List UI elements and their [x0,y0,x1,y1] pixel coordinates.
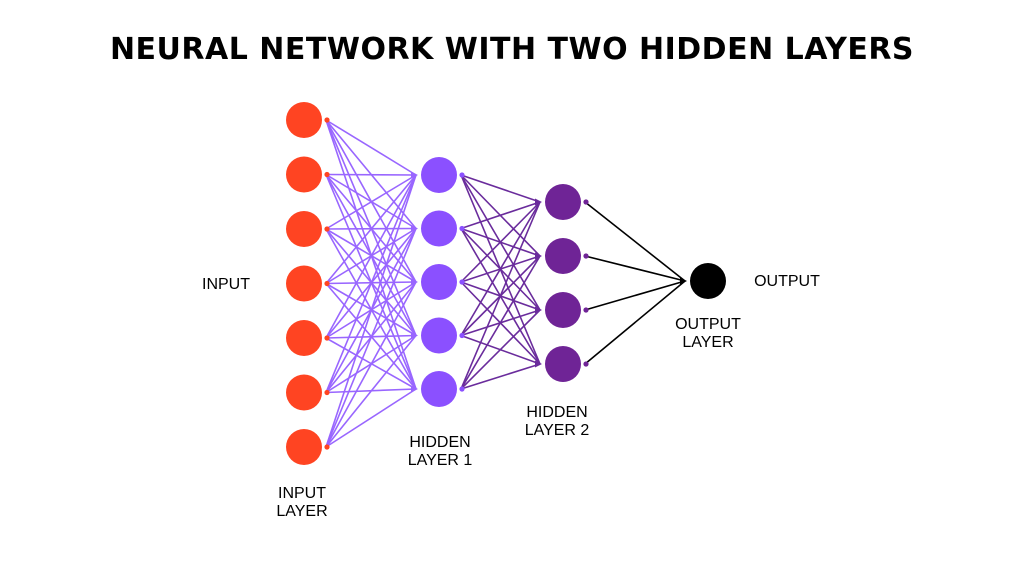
connection-edge [325,228,417,448]
input-layer-node [286,211,322,247]
output-dot [324,335,330,341]
connection-edge [460,201,541,283]
connection-edge [325,174,417,393]
hidden-layer-2-label: HIDDEN [526,404,587,421]
arrowhead [411,278,418,286]
arrowhead [535,198,542,206]
output-dot [583,307,589,313]
input-layer-node [286,429,322,465]
output-layer-node [690,263,726,299]
neurons [286,102,726,465]
output-dot [324,226,330,232]
connection-edge [325,174,417,230]
connections [325,119,687,448]
connection-edge [584,280,686,365]
output-dot [324,444,330,450]
output-dot [324,280,330,287]
input-layer-node [286,374,322,411]
connection-edge [325,281,417,448]
output-dot [583,361,589,367]
arrowhead [535,360,542,368]
connection-edge [460,255,541,390]
arrowhead [535,306,542,314]
connection-edge [460,201,541,336]
input-layer-label: INPUT [278,485,326,502]
output-dot [583,253,589,259]
connection-edge [460,201,541,230]
hidden-layer-2-node [545,238,581,274]
hidden-layer-2-node [545,184,581,220]
input-side-label: INPUT [202,276,250,293]
output-dot [459,225,465,232]
input-layer-node [286,156,322,193]
input-layer-node [286,265,322,302]
input-layer-label: LAYER [276,503,327,520]
hidden-layer-2-node [545,346,581,382]
connection-edge [325,334,417,448]
output-dot [583,199,589,205]
arrowhead [535,252,542,260]
connection-edge [460,309,541,390]
hidden-layer-2-label: LAYER 2 [525,422,590,439]
connection-edge [584,280,686,311]
output-side-label: OUTPUT [754,273,820,290]
arrowhead [411,171,418,179]
output-dot [459,386,465,392]
hidden-layer-1-node [421,371,457,407]
diagram-title: NEURAL NETWORK WITH TWO HIDDEN LAYERS [109,32,915,67]
output-dot [324,389,330,396]
output-layer-label: LAYER [682,334,733,351]
connection-edge [325,174,417,448]
hidden-layer-2-node [545,292,581,328]
output-layer-label: OUTPUT [675,316,741,333]
output-dot [459,279,465,285]
connection-edge [325,173,417,176]
connection-edge [460,174,541,203]
input-layer-node [286,320,322,356]
hidden-layer-1-node [421,157,457,193]
connection-edge [325,174,417,285]
connection-edge [460,363,541,390]
connection-edge [584,255,686,282]
arrowhead [411,385,418,393]
arrowhead [411,225,418,232]
connection-edge [325,119,417,176]
input-layer-node [286,102,322,138]
output-dot [324,117,330,123]
connection-edge [584,201,686,282]
output-dot [459,332,465,339]
connection-edge [325,388,417,448]
arrowhead [411,332,418,339]
hidden-layer-1-node [421,264,457,300]
connection-edge [460,201,541,390]
connection-edge [325,174,417,339]
output-dot [459,172,465,178]
hidden-layer-1-label: LAYER 1 [408,452,473,469]
hidden-layer-1-node [421,210,457,247]
output-dot [324,171,330,178]
arrowhead [680,277,687,285]
hidden-layer-1-label: HIDDEN [409,434,470,451]
hidden-layer-1-node [421,317,457,354]
